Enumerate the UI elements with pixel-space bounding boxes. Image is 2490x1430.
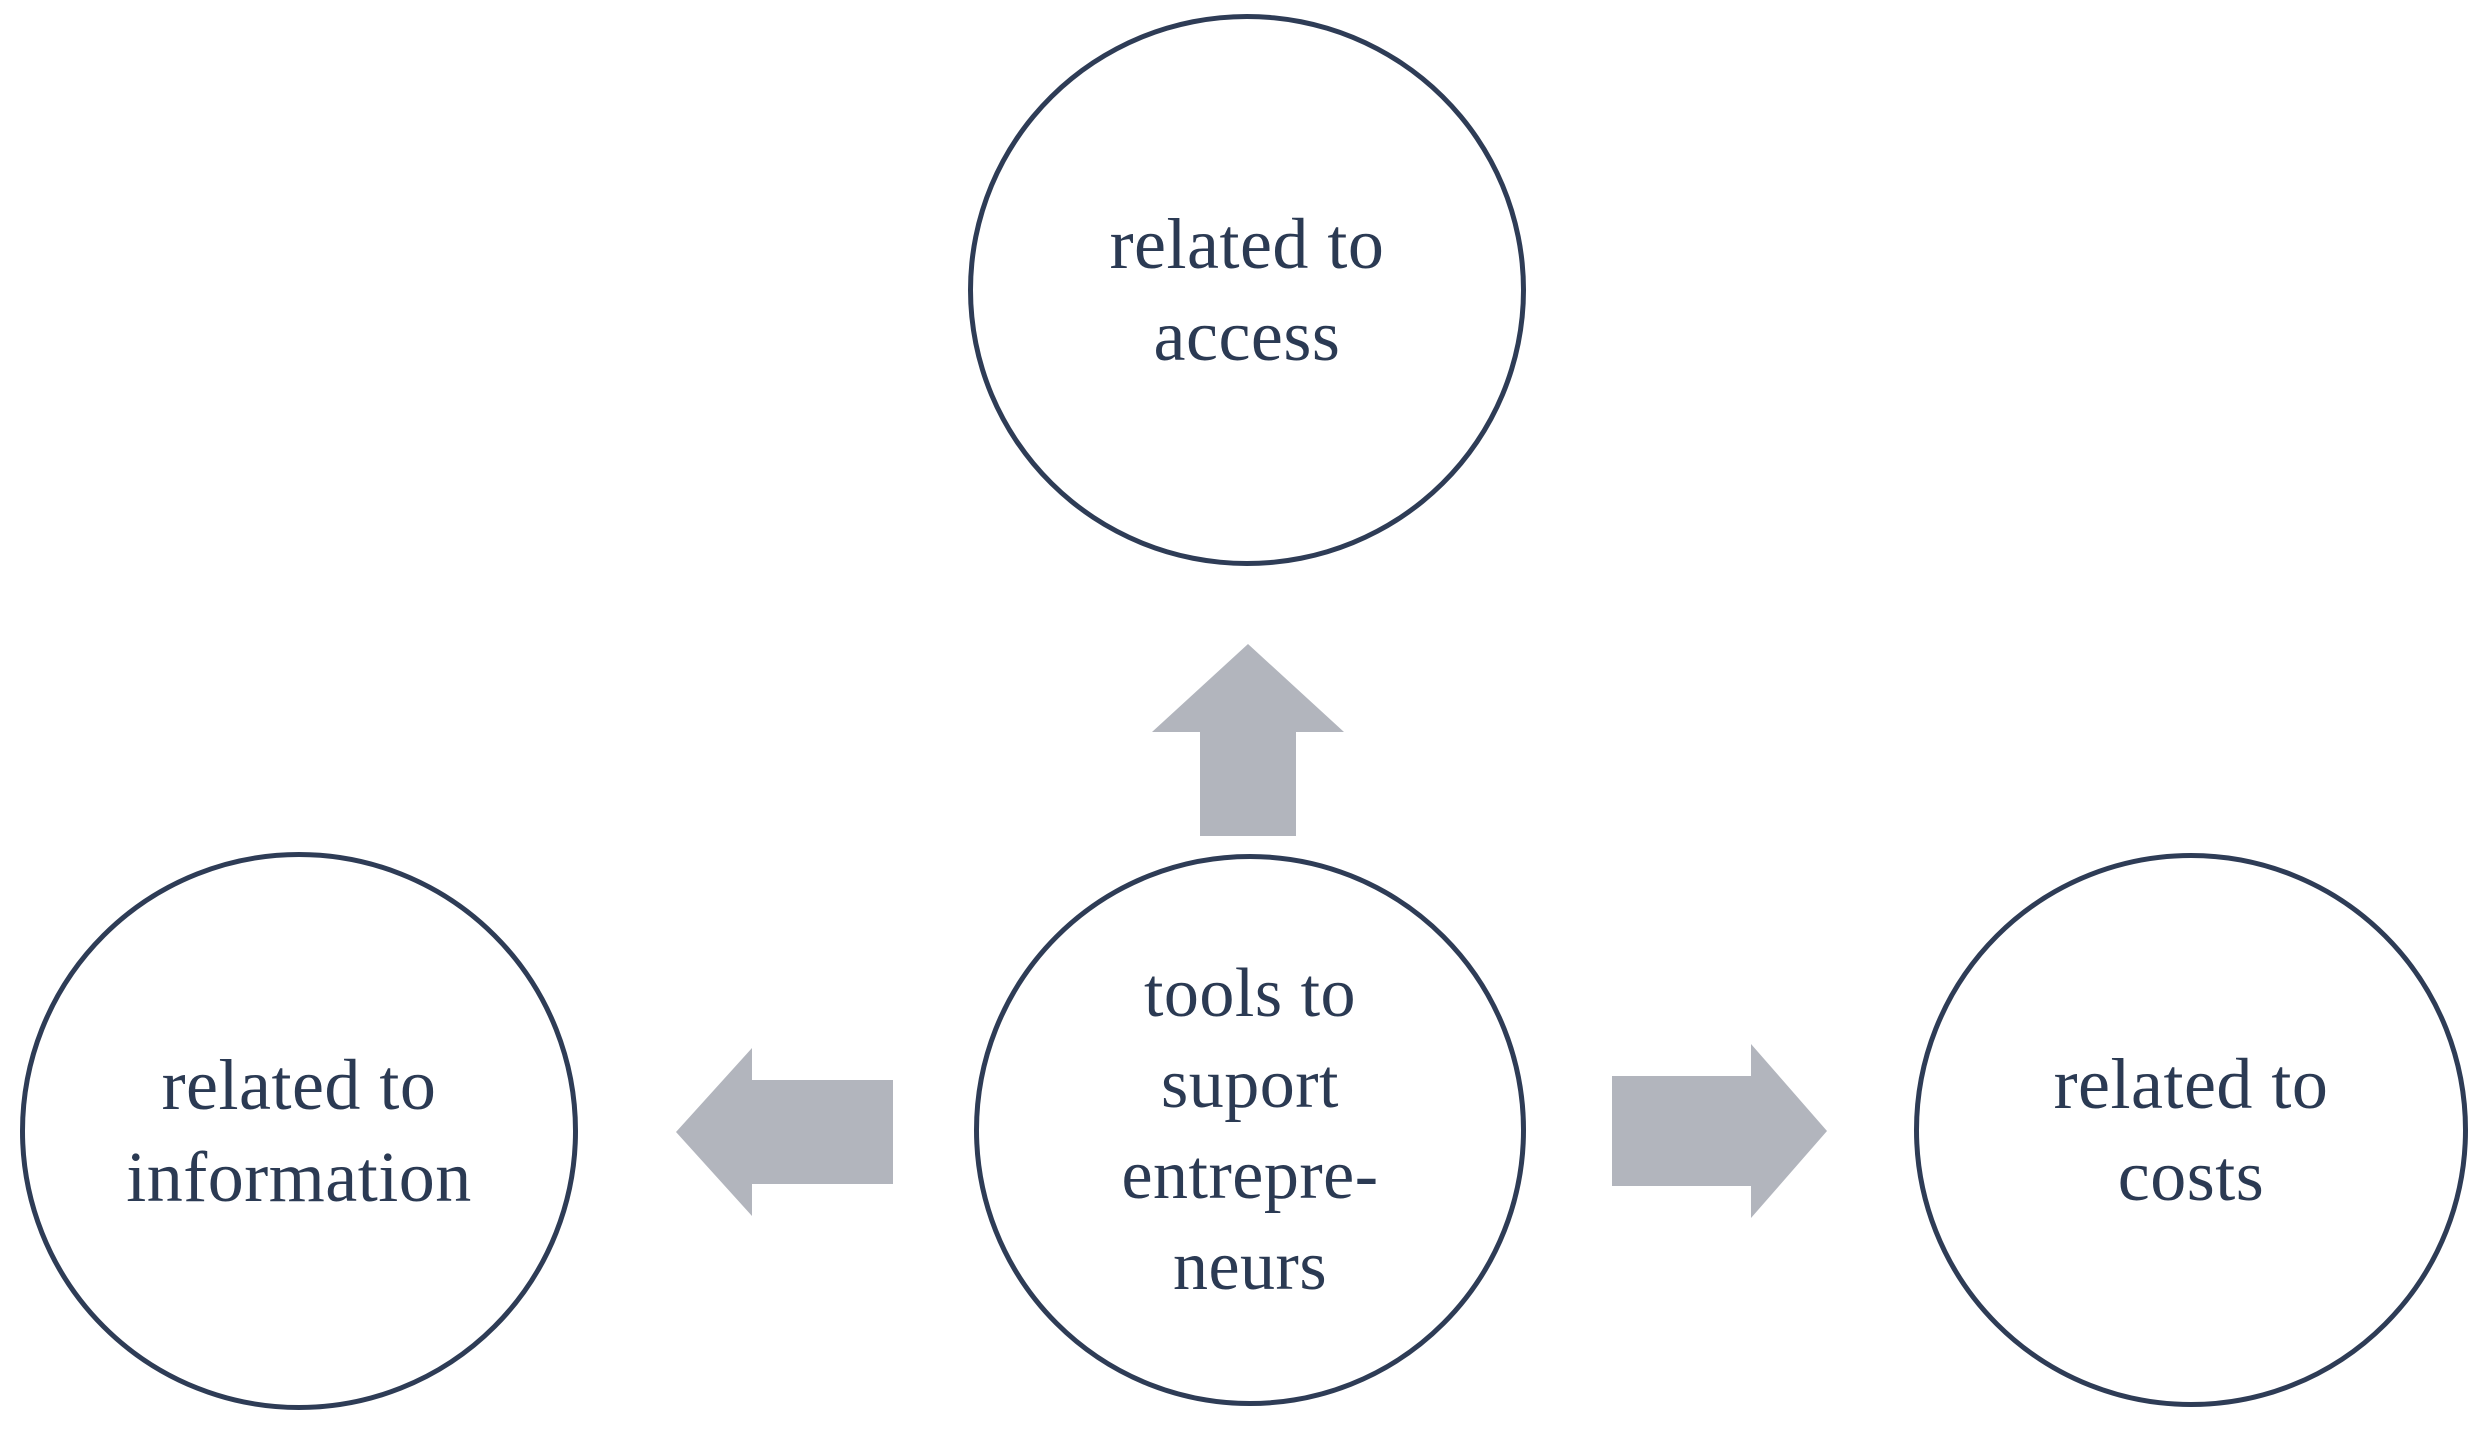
arrow-left-icon xyxy=(672,1042,897,1222)
node-label-costs: related to costs xyxy=(2053,1043,2329,1216)
arrow-up-icon xyxy=(1148,640,1348,840)
node-label-center: tools to suport entrepre- neurs xyxy=(1121,955,1379,1305)
node-label-information: related to information xyxy=(126,1044,472,1217)
arrow-right-icon xyxy=(1608,1040,1831,1222)
node-related-to-costs[interactable]: related to costs xyxy=(1914,853,2468,1407)
node-tools-to-support-entrepreneurs[interactable]: tools to suport entrepre- neurs xyxy=(974,854,1526,1406)
node-related-to-access[interactable]: related to access xyxy=(968,14,1526,566)
node-related-to-information[interactable]: related to information xyxy=(20,852,578,1410)
node-label-access: related to access xyxy=(1109,203,1385,376)
